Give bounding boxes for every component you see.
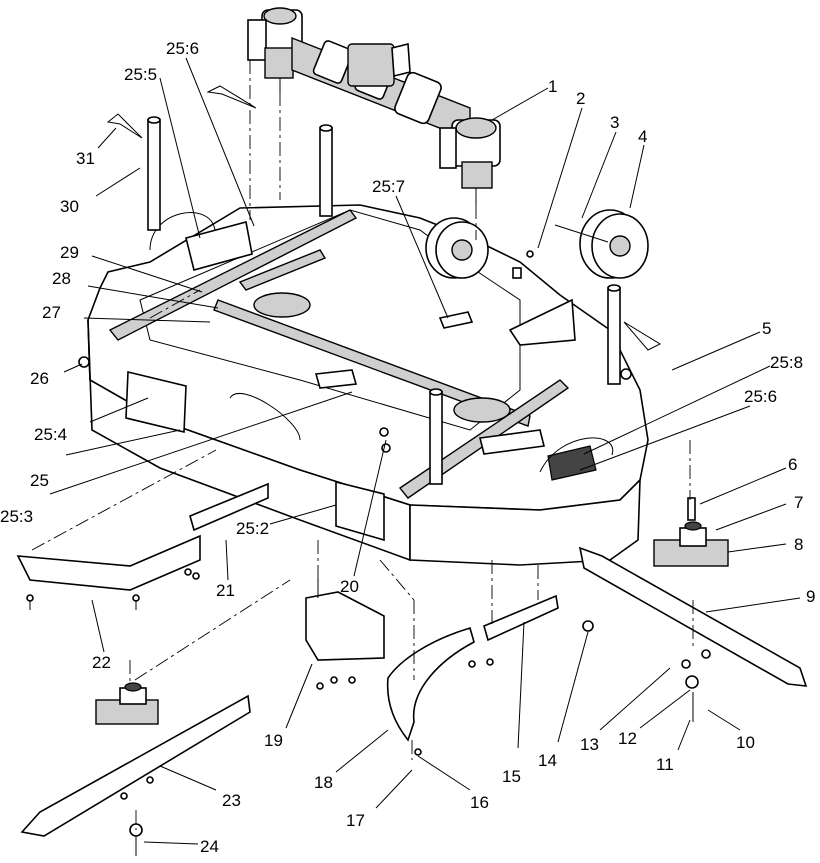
callout-24: 24 xyxy=(200,837,219,856)
callout-7: 7 xyxy=(794,493,803,512)
callout-26: 26 xyxy=(30,369,49,388)
callout-6: 6 xyxy=(788,455,797,474)
callout-10: 10 xyxy=(736,733,755,752)
callout-8: 8 xyxy=(794,535,803,554)
callout-25-7: 25:7 xyxy=(372,177,405,196)
callout-25-6-top: 25:6 xyxy=(166,39,199,58)
gauge-wheels xyxy=(425,209,649,279)
callout-15: 15 xyxy=(502,767,521,786)
callout-22: 22 xyxy=(92,653,111,672)
mower-deck xyxy=(87,204,649,566)
callout-29: 29 xyxy=(60,243,79,262)
callout-labels: 1 2 3 4 5 6 7 8 9 10 11 12 13 14 15 16 1… xyxy=(0,39,815,856)
callout-1: 1 xyxy=(548,77,557,96)
callout-25: 25 xyxy=(30,471,49,490)
callout-2: 2 xyxy=(576,89,585,108)
callout-30: 30 xyxy=(60,197,79,216)
callout-12: 12 xyxy=(618,729,637,748)
callout-25-4: 25:4 xyxy=(34,425,67,444)
hairpin-clips xyxy=(106,85,662,351)
callout-25-3: 25:3 xyxy=(0,507,33,526)
callout-19: 19 xyxy=(264,731,283,750)
height-adjust-pins xyxy=(147,116,621,485)
callout-23: 23 xyxy=(222,791,241,810)
callout-13: 13 xyxy=(580,735,599,754)
callout-25-6-right: 25:6 xyxy=(744,387,777,406)
callout-21: 21 xyxy=(216,581,235,600)
callout-28: 28 xyxy=(52,269,71,288)
leader-lines xyxy=(49,57,801,845)
callout-14: 14 xyxy=(538,751,557,770)
callout-27: 27 xyxy=(42,303,61,322)
callout-18: 18 xyxy=(314,773,333,792)
blade-assemblies xyxy=(20,497,808,837)
callout-25-8: 25:8 xyxy=(770,353,803,372)
callout-4: 4 xyxy=(638,127,647,146)
callout-11: 11 xyxy=(656,755,674,774)
callout-9: 9 xyxy=(806,587,815,606)
baffles xyxy=(16,482,559,742)
callout-16: 16 xyxy=(470,793,489,812)
callout-31: 31 xyxy=(76,149,95,168)
fasteners xyxy=(26,250,711,856)
callout-25-5: 25:5 xyxy=(124,65,157,84)
callout-3: 3 xyxy=(610,113,619,132)
gearbox-driveshaft-assembly xyxy=(247,7,501,205)
callout-20: 20 xyxy=(340,577,359,596)
assembly-centerlines xyxy=(31,60,694,830)
callout-17: 17 xyxy=(346,811,365,830)
callout-25-2: 25:2 xyxy=(236,519,269,538)
callout-5: 5 xyxy=(762,319,771,338)
